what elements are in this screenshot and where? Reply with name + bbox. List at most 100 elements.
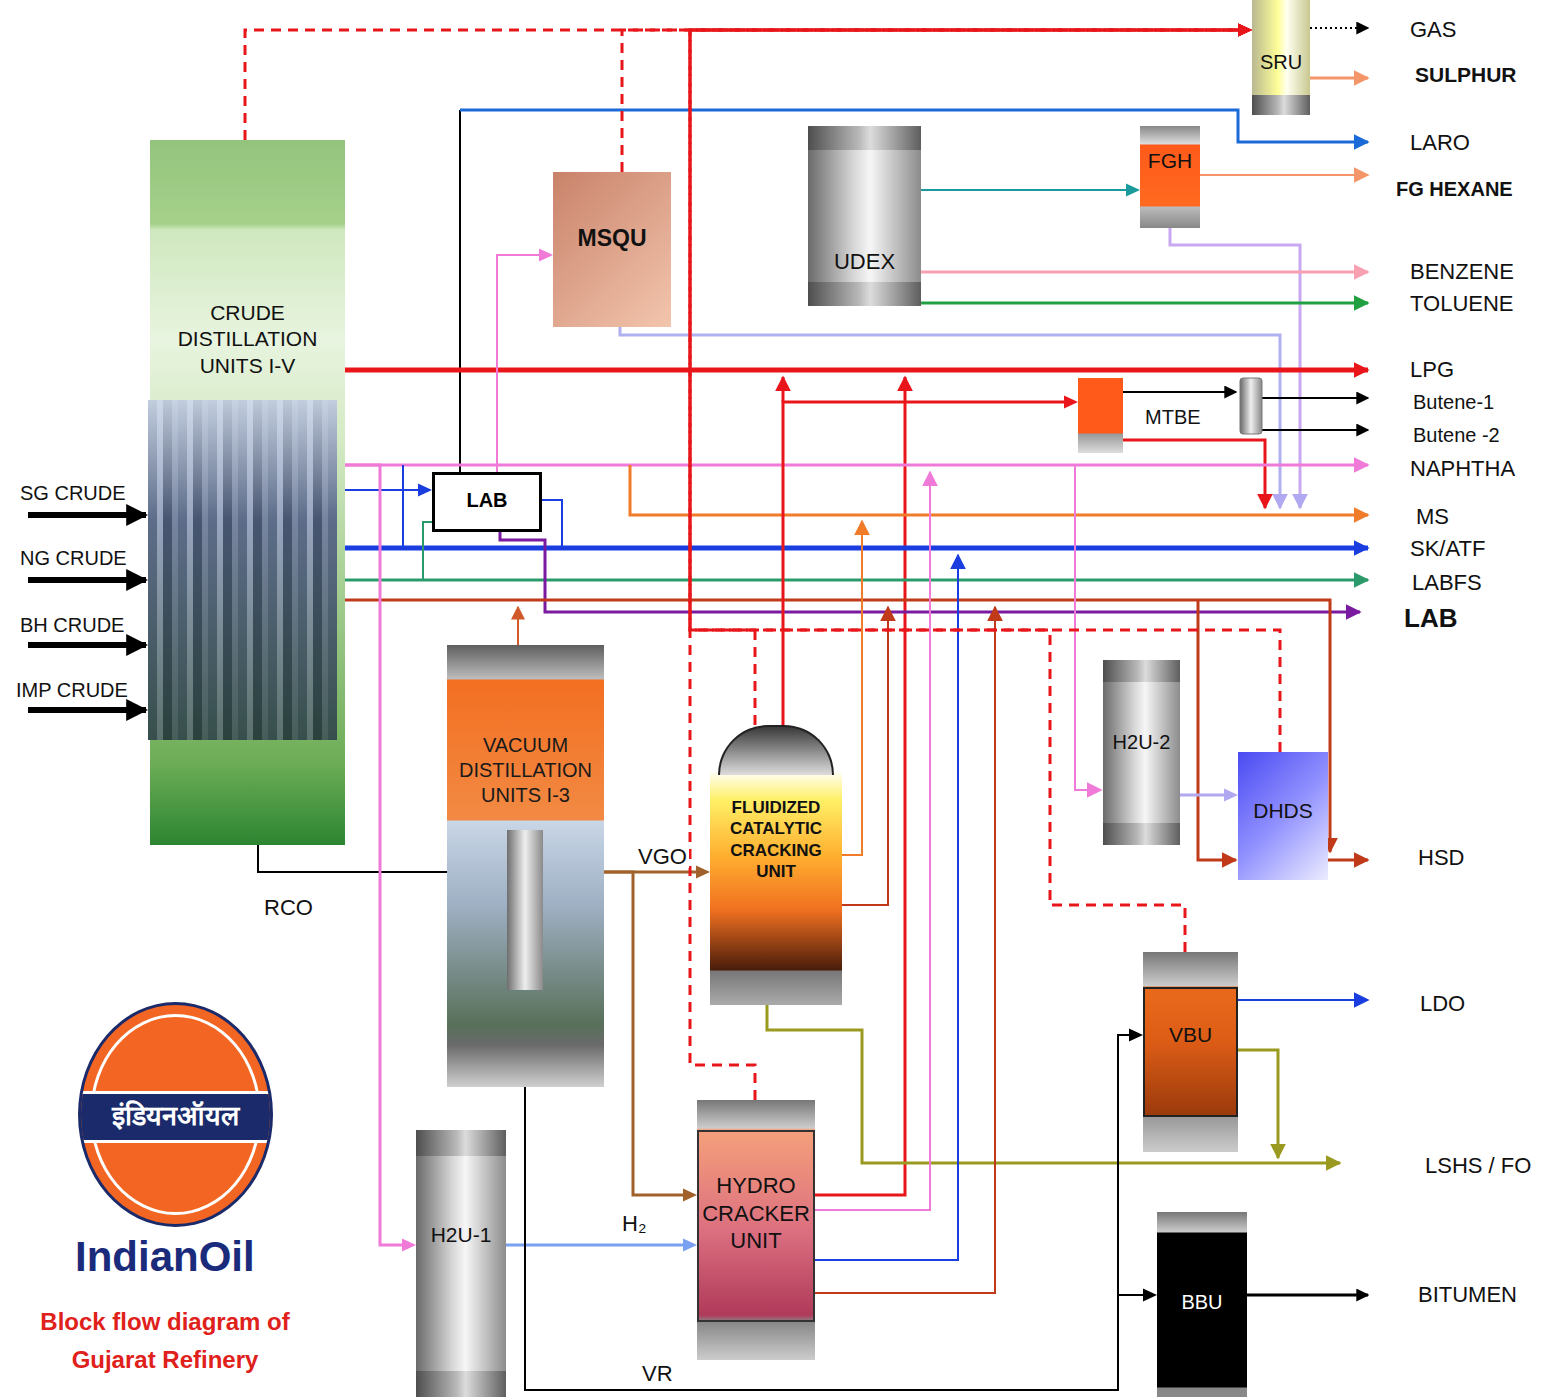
h2u2-feed-line xyxy=(1075,465,1101,790)
product-label: SK/ATF xyxy=(1410,537,1485,561)
unit-name: VACUUM DISTILLATION UNITS I-3 xyxy=(451,733,600,808)
product-label: BENZENE xyxy=(1410,260,1514,284)
connector xyxy=(604,872,697,1202)
connector-line xyxy=(245,30,1242,140)
feed-label: SG CRUDE xyxy=(20,482,126,504)
process-vessel: SRU xyxy=(1252,0,1310,115)
connector-line xyxy=(690,30,1242,1100)
arrow-head xyxy=(683,1189,697,1202)
stream-label: H₂ xyxy=(620,1212,648,1235)
process-vessel: FGH xyxy=(1140,126,1200,228)
unit-name: HYDRO CRACKER UNIT xyxy=(701,1172,811,1255)
process-box: MSQU xyxy=(553,172,671,327)
product-label: GAS xyxy=(1410,18,1456,42)
mtbe-ms-line xyxy=(1123,440,1265,508)
node-text: SRU xyxy=(1256,50,1306,75)
column-vessel: H2U-2 xyxy=(1103,660,1180,845)
product-label: SULPHUR xyxy=(1415,63,1517,86)
vacuum-unit: VACUUM DISTILLATION UNITS I-3 xyxy=(447,645,604,1087)
ldo-line xyxy=(1238,999,1368,1001)
sulphur-line xyxy=(1310,77,1368,80)
product-label: FG HEXANE xyxy=(1396,178,1513,200)
ms-line xyxy=(630,465,1368,515)
process-vessel: MTBE xyxy=(1078,378,1123,453)
product-label: BITUMEN xyxy=(1418,1283,1517,1307)
arrow-head xyxy=(1238,24,1252,37)
node-text: BBU xyxy=(1161,1290,1243,1315)
vessel-detail xyxy=(416,1371,506,1397)
fuel-oil-line xyxy=(767,1005,1340,1163)
crude-feed-arrow xyxy=(28,512,146,518)
logo-mark: इंडियनऑयल xyxy=(78,1002,273,1227)
arrow-head xyxy=(1126,184,1140,197)
vessel-detail xyxy=(697,1130,815,1322)
vbu-fo-line xyxy=(1238,1050,1278,1158)
product-label: Butene-1 xyxy=(1413,391,1494,413)
kero-return xyxy=(542,500,562,548)
node-text: VBU xyxy=(1147,1022,1234,1048)
lpg-line xyxy=(345,368,1368,373)
unit-name: H2U-2 xyxy=(1107,730,1176,755)
stream-label: RCO xyxy=(262,896,315,919)
connector xyxy=(258,845,447,872)
product-label: MS xyxy=(1416,505,1449,529)
arrow-head xyxy=(1224,789,1238,802)
node-text: HYDRO CRACKER UNIT xyxy=(701,1172,811,1255)
arrow-head xyxy=(696,866,710,879)
node-text: DHDS xyxy=(1242,798,1324,824)
labfs-link xyxy=(423,522,432,580)
connector xyxy=(345,465,416,1252)
product-label: LSHS / FO xyxy=(1425,1154,1531,1178)
arrow-head xyxy=(1238,24,1252,37)
node-text: इंडियनऑयल xyxy=(85,1100,266,1134)
connector-line xyxy=(1180,794,1228,797)
diagram-title: Block flow diagram of Gujarat Refinery xyxy=(10,1303,320,1380)
column-vessel: H2U-1 xyxy=(416,1130,506,1397)
unit-name: BBU xyxy=(1161,1290,1243,1315)
connector-line xyxy=(690,30,1242,725)
node-text: VACUUM DISTILLATION UNITS I-3 xyxy=(451,733,600,808)
unit-name: FGH xyxy=(1144,148,1196,174)
dhds-feed-line xyxy=(1198,600,1236,860)
product-label: LAB xyxy=(1404,604,1457,633)
arrow-head xyxy=(418,484,432,497)
product-label: LPG xyxy=(1410,358,1454,382)
node-text: H2U-2 xyxy=(1107,730,1176,755)
connector-line xyxy=(258,845,447,872)
vessel-detail xyxy=(1143,987,1238,1117)
node-text: FGH xyxy=(1144,148,1196,174)
connector xyxy=(690,24,1280,753)
fcc-lpg-line xyxy=(782,377,785,402)
reactor-unit: FLUIDIZED CATALYTIC CRACKING UNIT xyxy=(710,725,842,1005)
connector xyxy=(921,184,1140,197)
benzene-line xyxy=(921,271,1368,274)
arrow-head xyxy=(1238,24,1252,37)
unit-name: FLUIDIZED CATALYTIC CRACKING UNIT xyxy=(714,797,838,882)
node-text: H2U-1 xyxy=(420,1222,502,1248)
vessel-detail xyxy=(808,282,921,306)
vessel-detail xyxy=(507,830,543,990)
butene1-line xyxy=(1262,397,1368,399)
product-label: HSD xyxy=(1418,846,1464,870)
node-text: LAB xyxy=(439,488,535,513)
arrow-head xyxy=(1238,24,1252,37)
unit-name: MTBE xyxy=(1145,406,1201,428)
skatf-line xyxy=(345,546,1368,551)
stream-label: VR xyxy=(640,1362,675,1385)
unit-name: DHDS xyxy=(1242,798,1324,824)
arrow-head xyxy=(402,1239,416,1252)
unit-name: MSQU xyxy=(557,224,667,253)
node-text: MTBE xyxy=(1145,406,1201,428)
arrow-head xyxy=(539,249,553,262)
fcc-gasoil-line xyxy=(842,607,888,905)
connector-line xyxy=(921,189,1130,191)
stream-label: VGO xyxy=(636,845,689,868)
arrow-head xyxy=(1064,396,1078,409)
connector-line xyxy=(525,1035,1133,1390)
unit-name: UDEX xyxy=(812,248,917,276)
msqu-ms-line xyxy=(620,327,1280,508)
arrow-head xyxy=(683,1239,697,1252)
connector xyxy=(245,24,1252,141)
crude-feed-arrow xyxy=(28,707,146,713)
